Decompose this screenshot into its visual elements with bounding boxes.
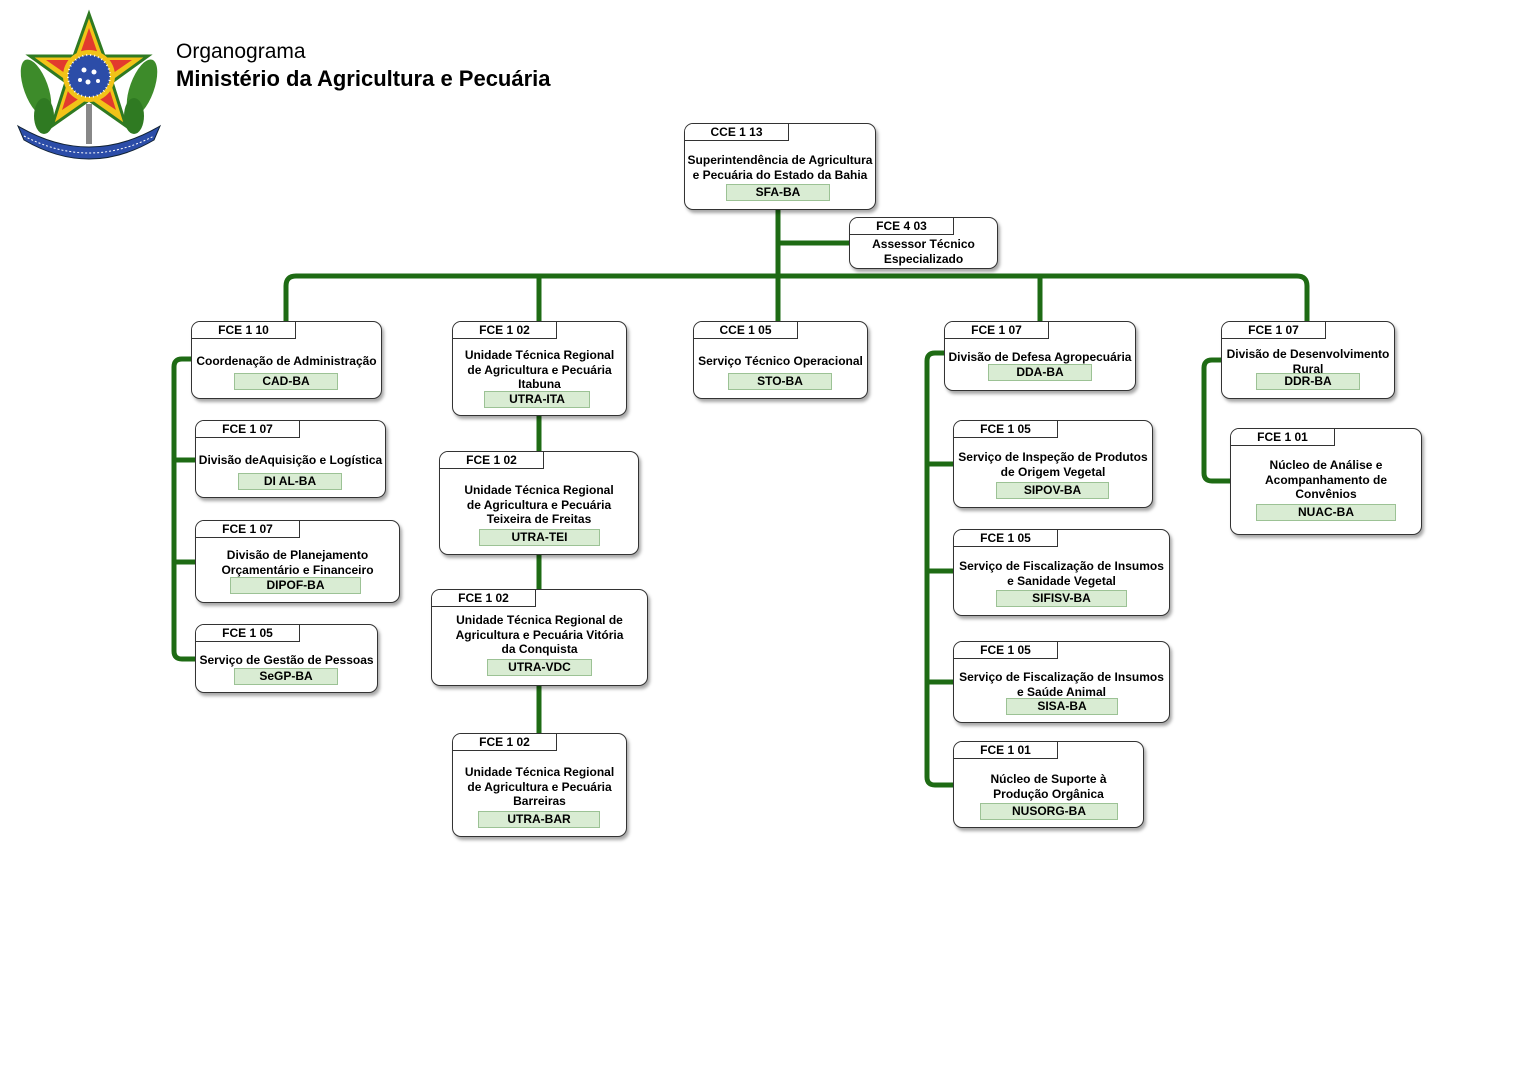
unit-name: Coordenação de Administração: [196, 354, 377, 368]
top-branch-connector: [283, 273, 1310, 325]
unit-name: Serviço de Fiscalização de Insumos e San…: [959, 559, 1164, 588]
unit-box-sto: CCE 1 05 Serviço Técnico Operacional STO…: [693, 321, 868, 399]
unit-name: Unidade Técnica Regional de Agricultura …: [464, 483, 614, 526]
function-code: CCE 1 05: [694, 322, 798, 339]
unit-acronym: DIPOF-BA: [230, 577, 361, 594]
function-code: FCE 1 10: [192, 322, 296, 339]
unit-acronym: SeGP-BA: [234, 668, 338, 685]
ddr-group-connector: [1201, 357, 1234, 484]
function-code: FCE 1 07: [945, 322, 1049, 339]
unit-box-sfa: CCE 1 13 Superintendência de Agricultura…: [684, 123, 876, 210]
function-code: FCE 1 02: [453, 734, 557, 751]
unit-box-utra-ita: FCE 1 02 Unidade Técnica Regional de Agr…: [452, 321, 627, 416]
unit-box-sifisv: FCE 1 05 Serviço de Fiscalização de Insu…: [953, 529, 1170, 616]
unit-acronym: DDR-BA: [1256, 373, 1360, 390]
unit-name: Divisão deAquisição e Logística: [198, 453, 383, 467]
unit-box-ddr: FCE 1 07 Divisão de Desenvolvimento Rura…: [1221, 321, 1395, 399]
cad-group-connector: [171, 356, 199, 662]
unit-box-dipof: FCE 1 07 Divisão de Planejamento Orçamen…: [195, 520, 400, 603]
function-code: FCE 1 05: [954, 642, 1058, 659]
unit-box-sisa: FCE 1 05 Serviço de Fiscalização de Insu…: [953, 641, 1170, 723]
function-code: FCE 1 07: [196, 521, 300, 538]
unit-name: Divisão de Planejamento Orçamentário e F…: [221, 548, 374, 577]
coat-of-arms-emblem: [16, 9, 162, 160]
unit-name: Serviço Técnico Operacional: [698, 354, 863, 368]
unit-box-cad: FCE 1 10 Coordenação de Administração CA…: [191, 321, 382, 399]
unit-name: Divisão de Defesa Agropecuária: [948, 350, 1132, 364]
function-code: FCE 1 02: [440, 452, 544, 469]
unit-box-nuac: FCE 1 01 Núcleo de Análise e Acompanhame…: [1230, 428, 1422, 535]
function-code: FCE 1 05: [954, 421, 1058, 438]
unit-acronym: SFA-BA: [726, 184, 830, 201]
unit-acronym: UTRA-TEI: [479, 529, 600, 546]
function-code: FCE 4 03: [850, 218, 954, 235]
function-code: FCE 1 01: [1231, 429, 1335, 446]
unit-name: Unidade Técnica Regional de Agricultura …: [464, 348, 615, 391]
unit-name: Serviço de Inspeção de Produtos de Orige…: [958, 450, 1148, 479]
unit-name: Unidade Técnica Regional de Agricultura …: [455, 613, 624, 656]
unit-acronym: DDA-BA: [988, 364, 1092, 381]
unit-name: Divisão de Desenvolvimento Rural: [1226, 347, 1390, 376]
unit-acronym: NUAC-BA: [1256, 504, 1396, 521]
unit-box-dda: FCE 1 07 Divisão de Defesa Agropecuária …: [944, 321, 1136, 391]
unit-acronym: SIFISV-BA: [996, 590, 1127, 607]
unit-box-utra-tei: FCE 1 02 Unidade Técnica Regional de Agr…: [439, 451, 639, 555]
unit-box-sipov: FCE 1 05 Serviço de Inspeção de Produtos…: [953, 420, 1153, 508]
unit-box-utra-bar: FCE 1 02 Unidade Técnica Regional de Agr…: [452, 733, 627, 837]
unit-acronym: SISA-BA: [1006, 698, 1118, 715]
unit-acronym: UTRA-VDC: [487, 659, 592, 676]
unit-acronym: DI AL-BA: [238, 473, 342, 490]
function-code: FCE 1 07: [1222, 322, 1326, 339]
unit-name: Superintendência de Agricultura e Pecuár…: [687, 153, 873, 182]
unit-name: Núcleo de Análise e Acompanhamento de Co…: [1264, 458, 1387, 501]
chart-subtitle: Organograma: [176, 40, 306, 63]
function-code: FCE 1 05: [954, 530, 1058, 547]
unit-box-dial: FCE 1 07 Divisão deAquisição e Logística…: [195, 420, 386, 498]
function-code: FCE 1 01: [954, 742, 1058, 759]
function-code: FCE 1 07: [196, 421, 300, 438]
unit-box-assessor: FCE 4 03 Assessor Técnico Especializado: [849, 217, 998, 269]
unit-name: Núcleo de Suporte à Produção Orgânica: [990, 772, 1107, 801]
unit-box-nusorg: FCE 1 01 Núcleo de Suporte à Produção Or…: [953, 741, 1144, 828]
unit-acronym: CAD-BA: [234, 373, 338, 390]
function-code: CCE 1 13: [685, 124, 789, 141]
chart-title: Ministério da Agricultura e Pecuária: [176, 66, 551, 91]
function-code: FCE 1 05: [196, 625, 300, 642]
unit-acronym: UTRA-ITA: [484, 391, 590, 408]
function-code: FCE 1 02: [432, 590, 536, 607]
unit-box-utra-vdc: FCE 1 02 Unidade Técnica Regional de Agr…: [431, 589, 648, 686]
unit-name: Unidade Técnica Regional de Agricultura …: [464, 765, 615, 808]
unit-acronym: SIPOV-BA: [996, 482, 1109, 499]
unit-name: Assessor Técnico Especializado: [872, 237, 975, 266]
unit-box-segp: FCE 1 05 Serviço de Gestão de Pessoas Se…: [195, 624, 378, 693]
unit-acronym: NUSORG-BA: [980, 803, 1118, 820]
unit-name: Serviço de Gestão de Pessoas: [199, 653, 374, 667]
function-code: FCE 1 02: [453, 322, 557, 339]
unit-acronym: UTRA-BAR: [478, 811, 600, 828]
unit-name: Serviço de Fiscalização de Insumos e Saú…: [959, 670, 1164, 699]
unit-acronym: STO-BA: [728, 373, 832, 390]
